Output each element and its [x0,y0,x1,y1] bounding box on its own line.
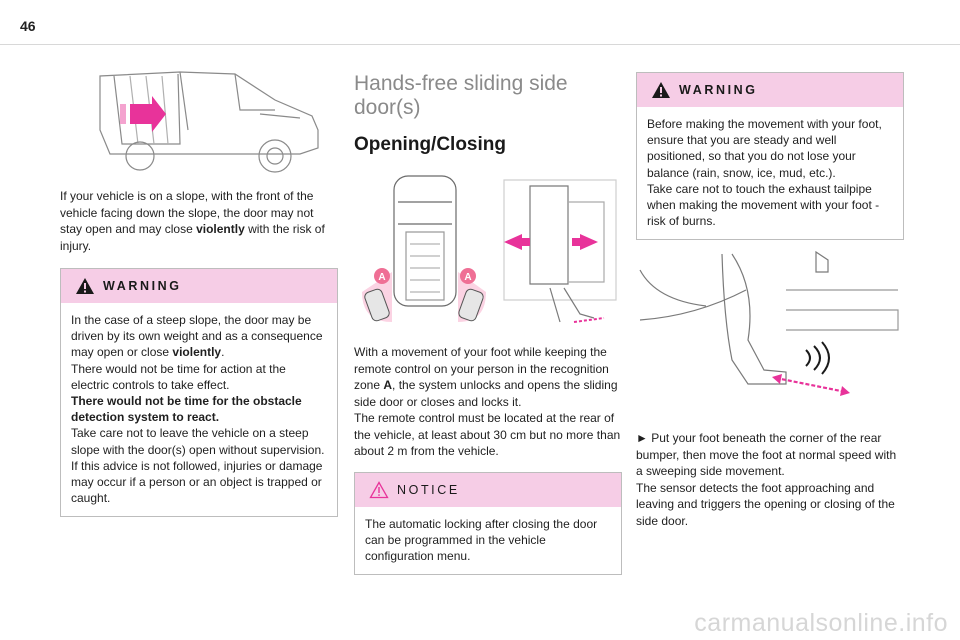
warning-header: WARNING [61,269,337,303]
watermark: carmanualsonline.info [694,609,948,637]
remote-location-paragraph: The remote control must be located at th… [354,411,621,458]
warning-header-2: WARNING [637,73,903,107]
page-number: 46 [20,18,36,34]
warning-label: WARNING [103,279,182,293]
foot-under-bumper-illustration [639,251,899,397]
warning-line-3: There would not be time for the obstacle… [71,394,302,425]
notice-triangle-icon [369,480,389,498]
door-close-arrow-icon [572,234,598,250]
warning-line-2: There would not be time for action at th… [71,361,286,392]
notice-body: The automatic locking after closing the … [355,507,621,575]
remote-key-icon [364,288,484,322]
middle-column: Hands-free sliding side door(s) Opening/… [354,72,622,576]
notice-label: NOTICE [397,482,460,497]
warning-body: In the case of a steep slope, the door m… [61,303,337,516]
section-subtitle: Opening/Closing [354,134,506,155]
warning-triangle-icon [76,278,94,294]
warning-foot-line-1: Before making the movement with your foo… [647,117,882,180]
notice-box: NOTICE The automatic locking after closi… [354,471,622,576]
section-title: Hands-free sliding side door(s) [354,72,568,119]
right-column: WARNING Before making the movement with … [636,72,904,529]
door-open-arrow-icon [504,234,530,250]
warning-label-2: WARNING [679,83,758,97]
bullet-arrow-icon: ► [636,431,648,446]
recognition-zone-illustration: A A [362,175,617,323]
warning-body-2: Before making the movement with your foo… [637,107,903,239]
warning-line-4: Take care not to leave the vehicle on a … [71,426,325,506]
left-column: If your vehicle is on a slope, with the … [60,58,338,518]
slide-arrow-icon [130,96,166,132]
warning-triangle-icon [652,82,670,98]
van-side-door-illustration [99,71,319,173]
warning-line-1: In the case of a steep slope, the door m… [71,313,323,360]
slope-paragraph: If your vehicle is on a slope, with the … [60,189,325,253]
notice-header: NOTICE [355,472,621,507]
svg-text:A: A [464,272,471,283]
warning-box-slope: WARNING In the case of a steep slope, th… [60,268,338,518]
warning-foot-line-2: Take care not to touch the exhaust tailp… [647,181,880,229]
sensor-detection-paragraph: The sensor detects the foot approaching … [636,480,895,528]
svg-text:A: A [378,272,385,283]
foot-movement-paragraph: With a movement of your foot while keepi… [354,345,618,409]
header-rule [0,44,960,45]
warning-box-foot: WARNING Before making the movement with … [636,72,904,241]
notice-text: The automatic locking after closing the … [365,516,598,563]
foot-step-paragraph: ► Put your foot beneath the corner of th… [636,431,897,479]
sensor-wave-icon [805,341,830,376]
